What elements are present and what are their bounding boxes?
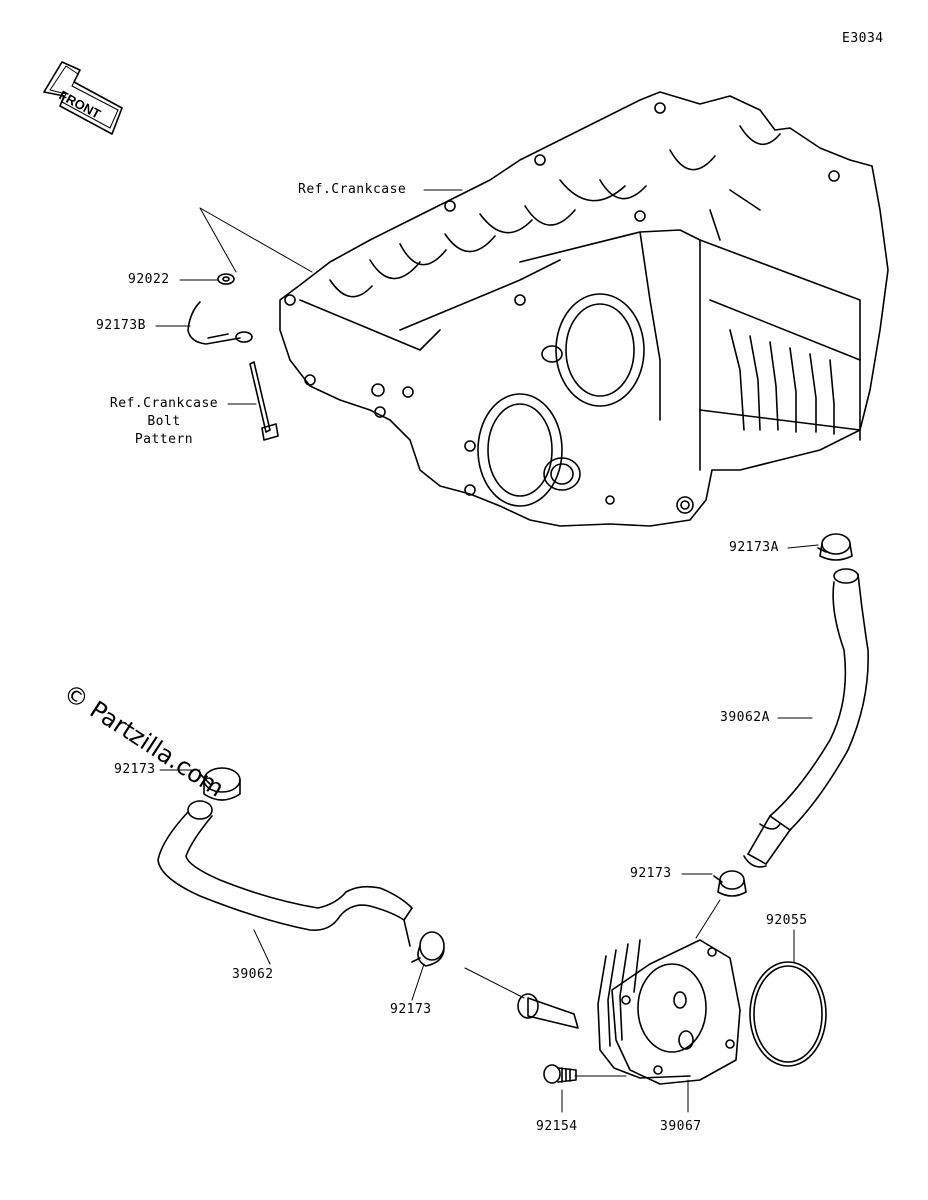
label-92173B: 92173B xyxy=(96,318,146,333)
label-92022: 92022 xyxy=(128,272,170,287)
label-92173-right: 92173 xyxy=(630,866,672,881)
o-ring-92055 xyxy=(750,962,826,1066)
clamp-92173-mid xyxy=(412,932,444,966)
diagram-code: E3034 xyxy=(842,31,884,46)
label-ref-crankcase: Ref.Crankcase xyxy=(298,182,407,197)
label-92154: 92154 xyxy=(536,1119,578,1134)
front-arrow-icon: FRONT xyxy=(44,62,122,134)
bolt-92154 xyxy=(544,1065,576,1083)
label-39067: 39067 xyxy=(660,1119,702,1134)
hose-39062A xyxy=(744,569,868,867)
clamp-92173A xyxy=(818,534,852,560)
label-ref-bolt-line3: Pattern xyxy=(134,432,194,447)
hose-39062 xyxy=(158,801,412,946)
crankcase-bolt xyxy=(250,362,278,440)
washer-92022 xyxy=(218,274,234,284)
label-92173-left: 92173 xyxy=(114,762,156,777)
clamp-92173B xyxy=(188,302,252,344)
label-ref-bolt-line2: Bolt xyxy=(147,414,181,429)
crankcase-illustration xyxy=(280,92,888,526)
leader-lines xyxy=(156,190,818,1112)
label-39062A: 39062A xyxy=(720,710,770,725)
label-92173A: 92173A xyxy=(729,540,779,555)
label-ref-bolt-line1: Ref.Crankcase xyxy=(109,396,219,411)
clamp-92173-right xyxy=(714,871,746,896)
oil-cooler-39067 xyxy=(518,940,740,1084)
clamp-92173-left xyxy=(200,768,240,800)
label-92055: 92055 xyxy=(766,913,808,928)
label-39062: 39062 xyxy=(232,967,274,982)
label-92173-mid: 92173 xyxy=(390,1002,432,1017)
